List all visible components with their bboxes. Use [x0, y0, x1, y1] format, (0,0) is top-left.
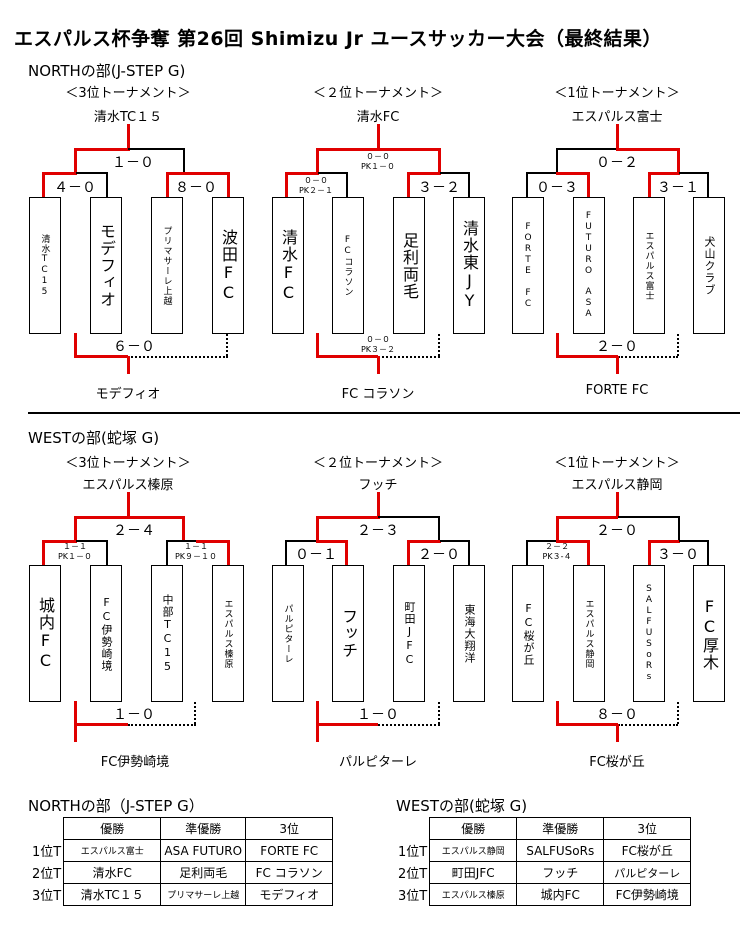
west-t2-bottom-winner: パルピターレ [338, 755, 418, 770]
summary-north-header: NORTHの部（J-STEP G） [28, 797, 204, 815]
team-box: 足利両毛 [393, 197, 425, 334]
north-t2-bottom-pk: PK３－２ [360, 345, 396, 354]
west-t1-left-score: ２－２ [545, 542, 569, 551]
west-t3-final-score: ２－４ [113, 523, 155, 539]
north-t2-bottom-score: ０－０ [365, 335, 390, 344]
team-box: 犬山クラブ [693, 197, 725, 334]
team-box: パルピターレ [272, 565, 304, 702]
team-box: 清水FC [272, 197, 304, 334]
page-title: エスパルス杯争奪 第26回 Shimizu Jr ユースサッカー大会（最終結果） [14, 28, 663, 50]
west-t2-winner: フッチ [358, 478, 398, 493]
team-box: 城内FC [29, 565, 61, 702]
north-t1-right-score: ３－１ [657, 180, 699, 196]
north-t1-winner: エスパルス富士 [571, 110, 663, 125]
team-box: エスパルス榛原 [212, 565, 244, 702]
team-box: SALFUSoRs [633, 565, 665, 702]
north-header: NORTHの部(J-STEP G) [28, 62, 186, 80]
west-t3-right-pk: PK９－１０ [174, 552, 218, 561]
col-header: 優勝 [429, 817, 518, 840]
north-t3-bottom-winner: モデフィオ [95, 387, 161, 402]
west-t3-right-score: １－１ [183, 542, 208, 551]
team-box: FCコラソン [332, 197, 364, 334]
west-t2-final-score: ２－３ [357, 523, 399, 539]
north-t3-right-score: ８－０ [175, 180, 217, 196]
west-t3-label: ＜3位トーナメント＞ [65, 456, 191, 471]
north-t3-winner: 清水TC１５ [93, 110, 163, 125]
col-header: 優勝 [63, 817, 162, 840]
north-t3-bottom-score: ６－０ [113, 339, 155, 355]
west-t2-bottom-score: １－０ [357, 707, 399, 723]
west-t3-left-score: １－１ [62, 542, 87, 551]
west-t1-label: ＜1位トーナメント＞ [554, 456, 680, 471]
team-box: 東海大翔洋 [453, 565, 485, 702]
west-t3-winner: エスパルス榛原 [82, 478, 174, 493]
north-t2-right-score: ３－２ [418, 180, 460, 196]
north-t1-final-score: ０－２ [596, 155, 638, 171]
north-t2-winner: 清水FC [356, 110, 400, 125]
team-box: FC伊勢崎境 [90, 565, 122, 702]
west-t3-bottom-score: １－０ [113, 707, 155, 723]
west-t3-bottom-winner: FC伊勢崎境 [100, 755, 170, 770]
west-t3-left-pk: PK１－０ [57, 552, 93, 561]
north-t2-left-score: ０－０ [303, 176, 328, 185]
west-t1-bottom-score: ８－０ [596, 707, 638, 723]
team-box: エスパルス静岡 [573, 565, 605, 702]
col-header: 準優勝 [516, 817, 605, 840]
west-t2-label: ＜２位トーナメント＞ [312, 456, 444, 471]
north-t1-left-score: ０－３ [536, 180, 578, 196]
team-box: フッチ [332, 565, 364, 702]
north-t2-label: ＜２位トーナメント＞ [312, 86, 444, 101]
west-t1-right-score: ３－０ [657, 547, 699, 563]
team-box: エスパルス富士 [633, 197, 665, 334]
col-header: 3位 [603, 817, 692, 840]
col-header: 準優勝 [160, 817, 247, 840]
col-header: 3位 [245, 817, 334, 840]
north-t2-final-score: ０－０ [365, 152, 390, 161]
team-box: FC厚木 [693, 565, 725, 702]
team-box: FC桜が丘 [512, 565, 544, 702]
west-t1-winner: エスパルス静岡 [571, 478, 663, 493]
west-t2-left-score: ０－１ [295, 547, 337, 563]
team-box: FORTE FC [512, 197, 544, 334]
west-t1-left-pk: PK３-４ [542, 552, 572, 561]
west-t1-final-score: ２－０ [596, 523, 638, 539]
north-t1-bottom-winner: FORTE FC [585, 383, 649, 398]
team-box: 清水TC15 [29, 197, 61, 334]
north-t2-final-pk: PK１－０ [360, 162, 396, 171]
team-box: 波田FC [212, 197, 244, 334]
section-divider [28, 412, 740, 414]
north-t1-bottom-score: ２－０ [596, 339, 638, 355]
west-t1-bottom-winner: FC桜が丘 [589, 755, 645, 770]
team-box: プリマサーレ上越 [151, 197, 183, 334]
west-t2-right-score: ２－０ [418, 547, 460, 563]
team-box: 町田JFC [393, 565, 425, 702]
summary-west-header: WESTの部(蛇塚 G) [396, 797, 528, 815]
west-header: WESTの部(蛇塚 G) [28, 429, 160, 447]
north-t1-label: ＜1位トーナメント＞ [554, 86, 680, 101]
north-t3-left-score: ４－０ [54, 180, 96, 196]
team-box: 中部TC15 [151, 565, 183, 702]
team-box: FUTURO ASA [573, 197, 605, 334]
north-t3-final-score: １－０ [112, 155, 154, 171]
north-t2-bottom-winner: FC コラソン [341, 387, 415, 402]
north-t3-label: ＜3位トーナメント＞ [65, 86, 191, 101]
team-box: モデフィオ [90, 197, 122, 334]
north-t2-left-pk: PK２－１ [298, 186, 334, 195]
team-box: 清水東JY [453, 197, 485, 334]
